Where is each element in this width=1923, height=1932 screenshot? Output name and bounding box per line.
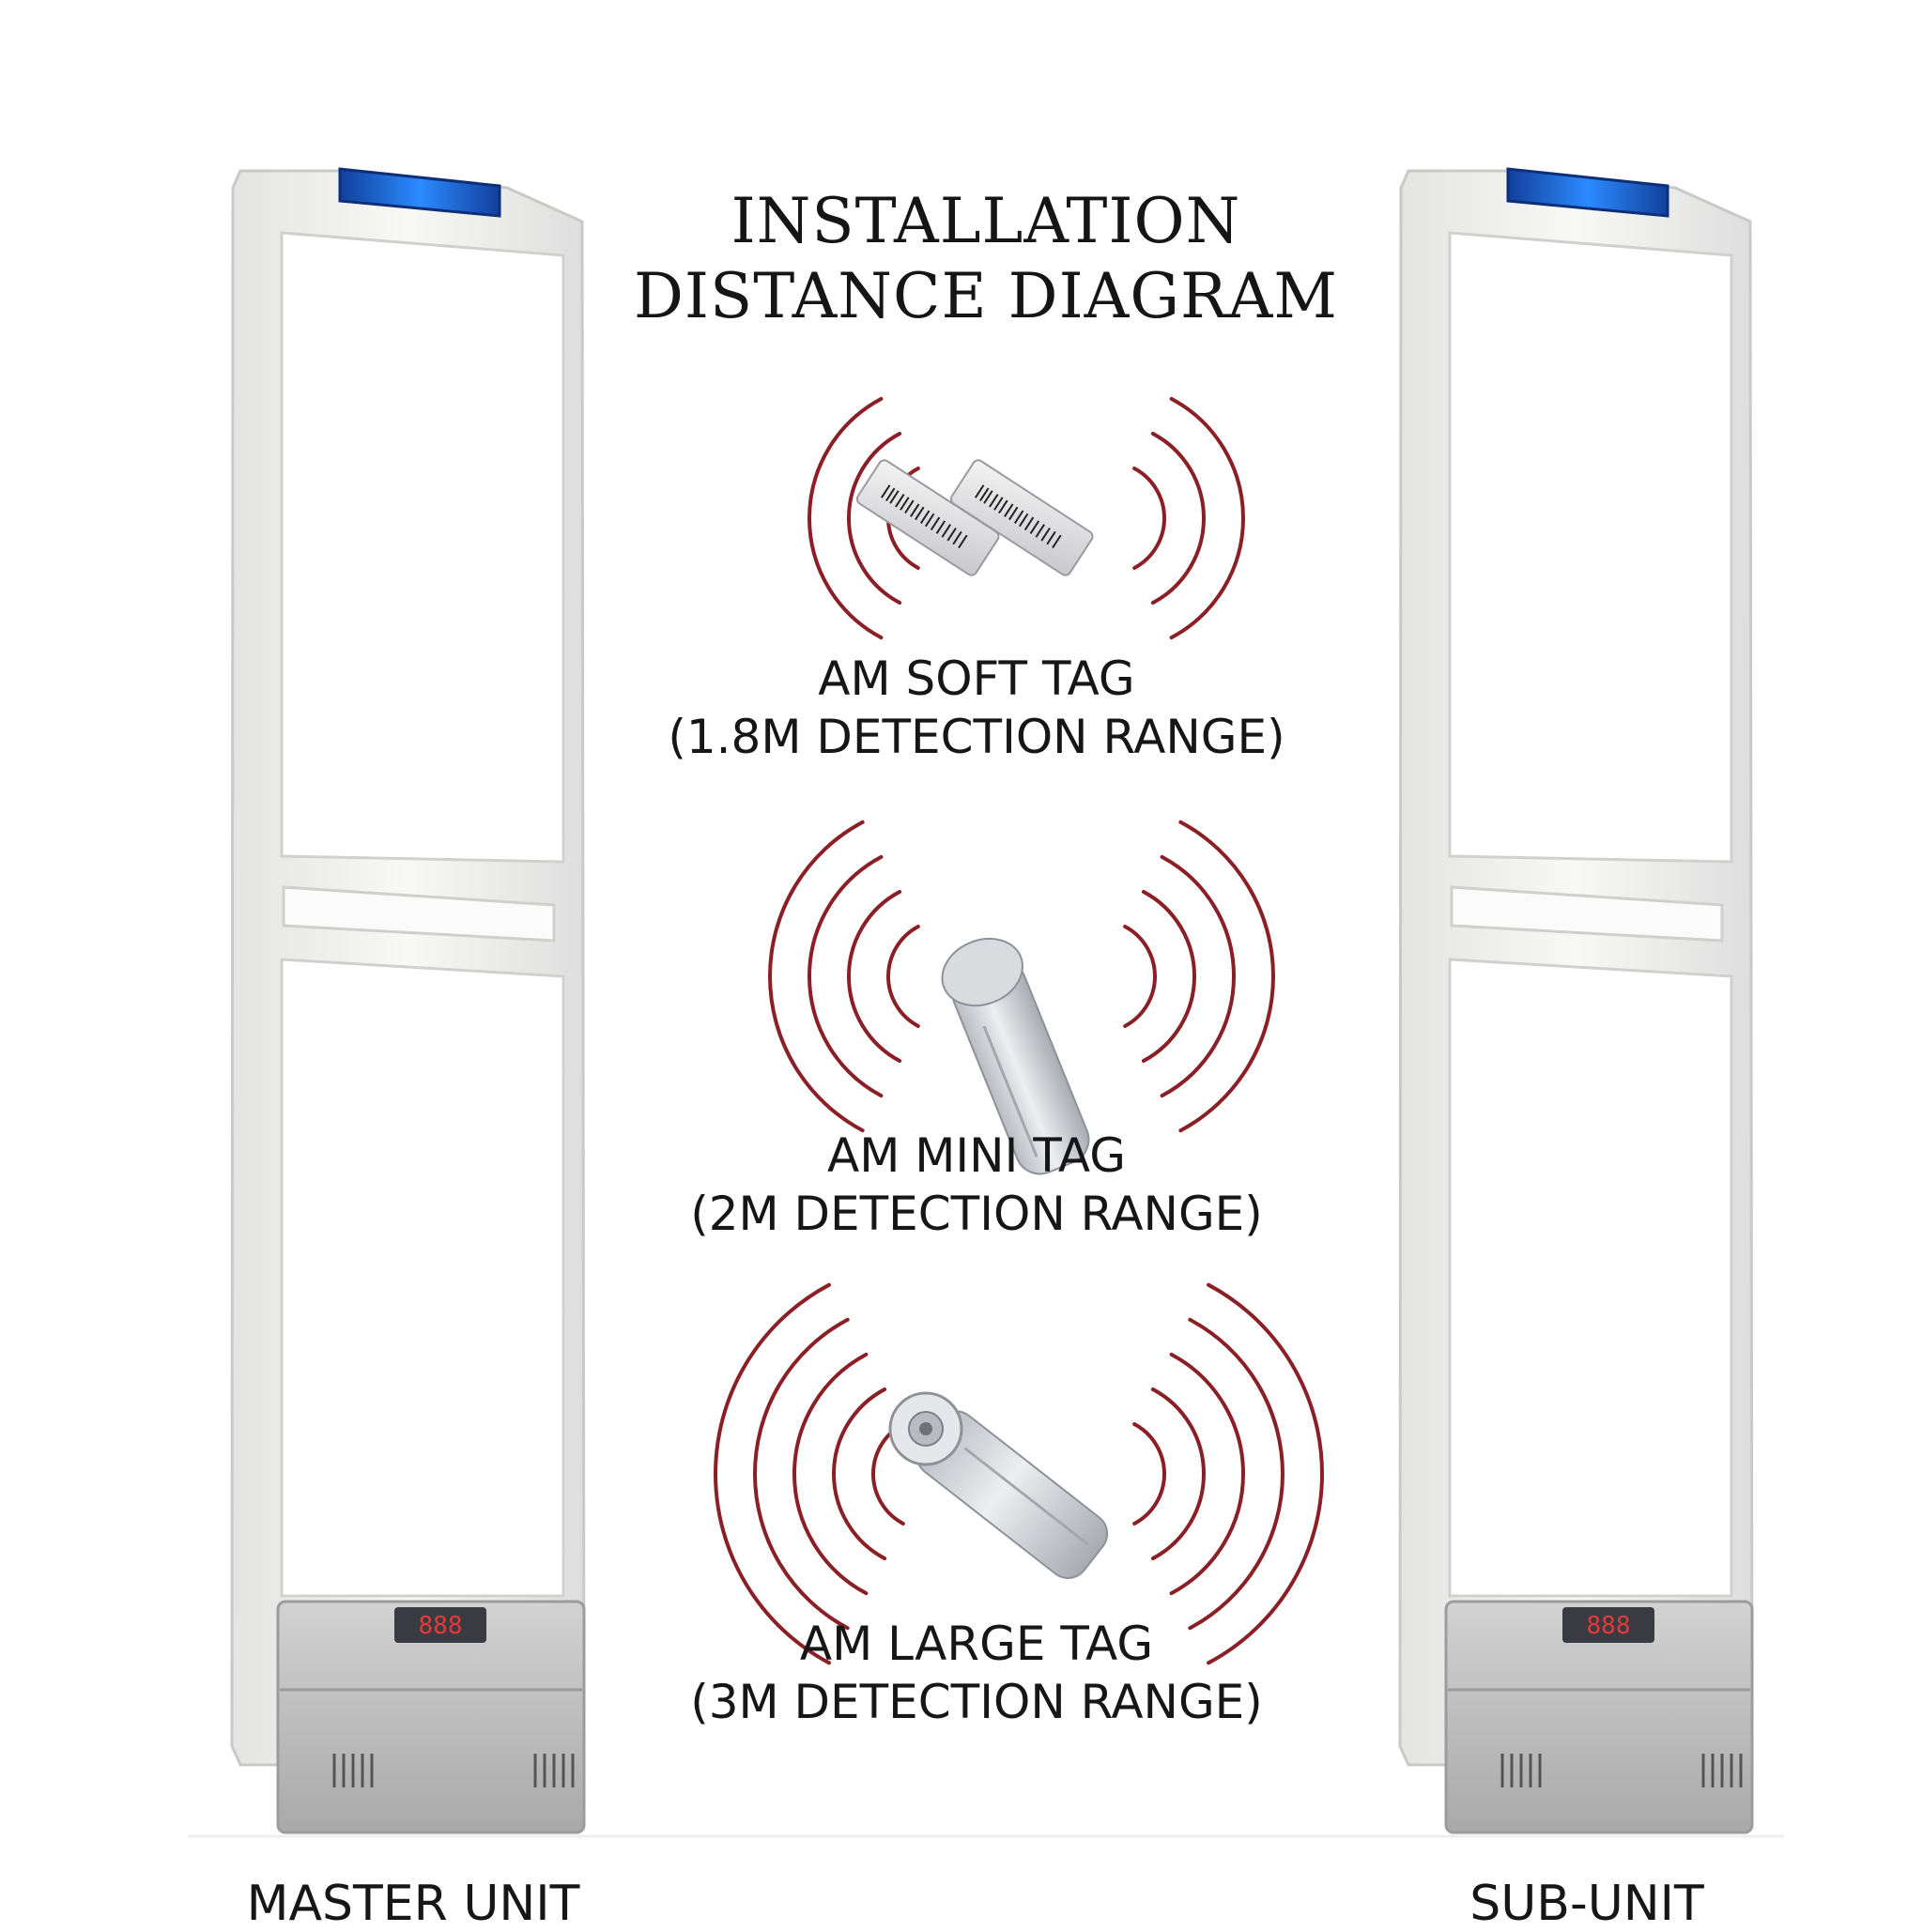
signal-arc (1169, 396, 1245, 640)
signal-arc (792, 1352, 869, 1596)
soft-tag-label: AM SOFT TAG (1.8M DETECTION RANGE) (601, 650, 1352, 766)
signal-arc (808, 396, 884, 640)
mini-tag-icon (941, 937, 1090, 1175)
led-indicator-bar (338, 167, 501, 218)
title-line-1: INSTALLATION (731, 185, 1241, 257)
vent-slots-right (1701, 1754, 1743, 1787)
signal-arc (1132, 467, 1166, 570)
sub-unit-antenna (1398, 167, 1754, 1767)
master-control-box: 888 (276, 1600, 586, 1834)
tag-name: AM SOFT TAG (818, 652, 1135, 706)
signal-arc (1169, 1352, 1245, 1596)
tag-range: (2M DETECTION RANGE) (690, 1187, 1263, 1241)
antenna-window-upper (1448, 231, 1733, 864)
signal-arc (886, 925, 920, 1028)
large-tag-label: AM LARGE TAG (3M DETECTION RANGE) (601, 1615, 1352, 1731)
signal-arc (1123, 925, 1157, 1028)
signal-arc (847, 889, 902, 1064)
led-indicator-bar (1506, 167, 1669, 218)
svg-text:888: 888 (1587, 1612, 1631, 1640)
antenna-crossbar-slot (1450, 885, 1724, 943)
signal-arc (1150, 431, 1206, 606)
antenna-window-lower (280, 958, 565, 1598)
signal-waves (714, 396, 1324, 1665)
title-line-2: DISTANCE DIAGRAM (634, 260, 1338, 332)
signal-arc (1132, 1422, 1166, 1526)
large-tag-icon (888, 1391, 1109, 1579)
signal-arc (1178, 820, 1275, 1133)
tag-name: AM LARGE TAG (799, 1617, 1154, 1671)
antenna-crossbar-slot (282, 885, 556, 943)
signal-arc (714, 1282, 831, 1665)
tag-range: (1.8M DETECTION RANGE) (668, 710, 1285, 764)
mini-tag-label: AM MINI TAG (2M DETECTION RANGE) (601, 1127, 1352, 1243)
signal-arc (1160, 854, 1236, 1098)
sub-unit-label: SUB-UNIT (1469, 1876, 1704, 1932)
signal-arc (832, 1387, 887, 1561)
sub-control-box: 888 (1444, 1600, 1754, 1834)
signal-arc (1150, 1387, 1206, 1561)
master-unit-antenna (230, 167, 586, 1767)
diagram-title: INSTALLATION DISTANCE DIAGRAM (601, 184, 1371, 334)
svg-text:888: 888 (419, 1612, 463, 1640)
soft-tag-icon (855, 459, 1094, 576)
signal-arc (752, 1317, 850, 1631)
vent-slots-right (533, 1754, 575, 1787)
tag-name: AM MINI TAG (827, 1128, 1126, 1183)
signal-arc (1188, 1317, 1285, 1631)
antenna-window-lower (1448, 958, 1733, 1598)
signal-arc (1141, 889, 1196, 1064)
vent-slots-left (1500, 1754, 1542, 1787)
antenna-window-upper (280, 231, 565, 864)
vent-slots-left (332, 1754, 374, 1787)
digital-display (394, 1607, 486, 1643)
signal-arc (767, 820, 865, 1133)
signal-arc (1207, 1282, 1324, 1665)
signal-arc (847, 431, 902, 606)
signal-arc (808, 854, 884, 1098)
master-unit-label: MASTER UNIT (246, 1876, 580, 1932)
digital-display (1562, 1607, 1654, 1643)
tag-range: (3M DETECTION RANGE) (690, 1675, 1263, 1729)
